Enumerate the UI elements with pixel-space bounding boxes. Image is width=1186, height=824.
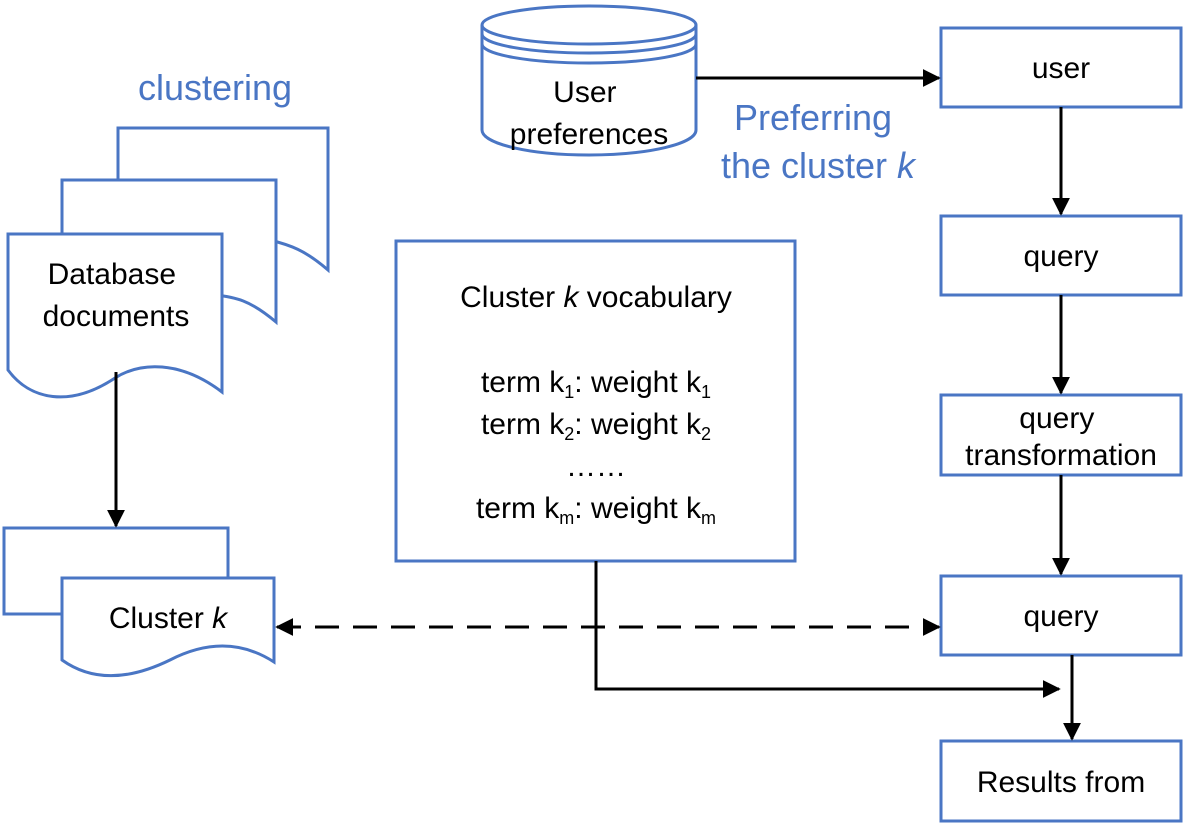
- cluster-k-document: [60, 576, 276, 678]
- clustering-label: clustering: [138, 67, 292, 108]
- query-transformation-label: query transformation: [965, 402, 1157, 472]
- query-bottom-label: query: [1023, 600, 1098, 633]
- cluster-k-label: Cluster k: [109, 602, 229, 635]
- vocab-ellipsis: ……: [566, 450, 626, 483]
- query-box-bottom: [939, 574, 1183, 657]
- preferring-cluster-label: Preferring the cluster k: [721, 97, 917, 186]
- results-label: Results from: [977, 766, 1145, 799]
- user-preferences-database: [480, 4, 698, 157]
- query-transformation-box: [939, 393, 1183, 477]
- vocab-row-2: term k2: weight k2: [481, 408, 711, 444]
- user-preferences-label: User preferences: [510, 76, 668, 151]
- vocab-row-1: term k1: weight k1: [481, 366, 711, 402]
- query-top-label: query: [1023, 240, 1098, 273]
- database-documents-label: Database documents: [43, 258, 190, 333]
- vocabulary-box: [394, 239, 797, 563]
- vocabulary-title: Cluster k vocabulary: [460, 281, 732, 314]
- results-box: [939, 739, 1183, 823]
- vocab-row-m: term km: weight km: [476, 492, 716, 528]
- user-label: user: [1032, 52, 1090, 85]
- arrow-vocabulary-to-results: [594, 561, 1061, 698]
